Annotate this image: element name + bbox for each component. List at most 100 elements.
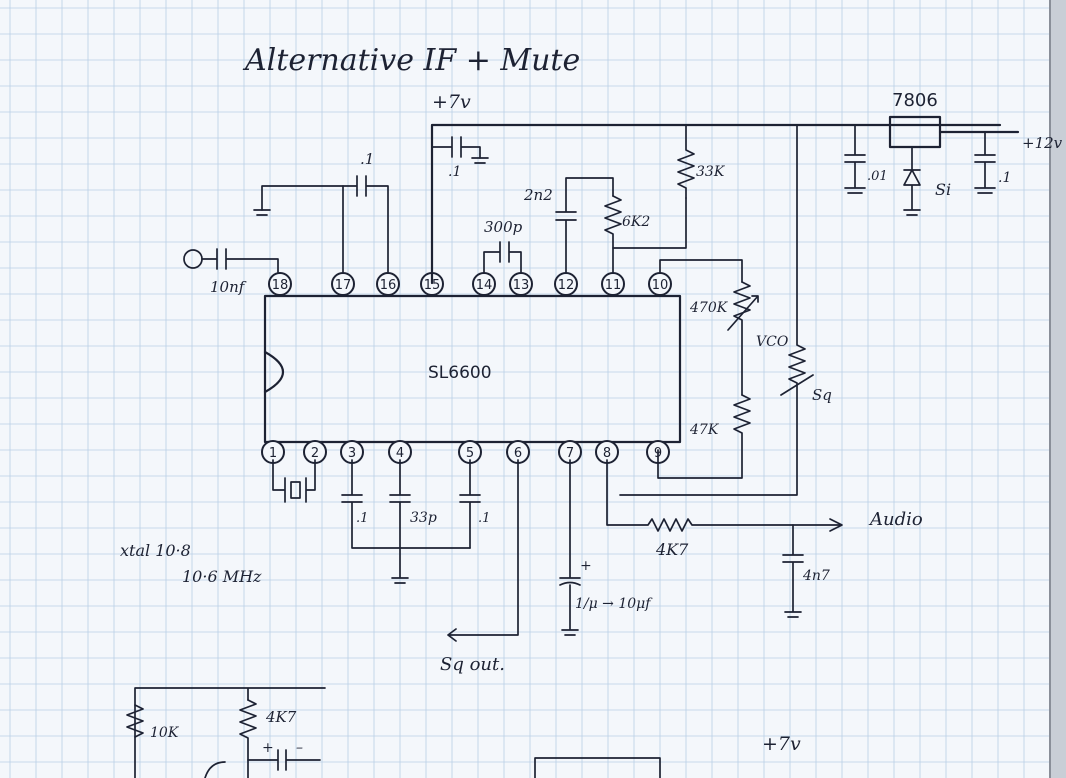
audio-arrow [829, 518, 843, 532]
ground-symbol-15 [471, 157, 489, 164]
ic-pin-17: 17 [331, 272, 355, 296]
ic-pin-12: 12 [554, 272, 578, 296]
ic-pin-number: 10 [652, 278, 669, 293]
ic-pin-number: 13 [513, 278, 530, 293]
wiring [126, 115, 1020, 778]
supply-12v-label: +12v [1022, 134, 1063, 152]
ic-pin-8: 8 [595, 440, 619, 464]
xtal-symbol [272, 459, 316, 503]
sq-pot-arrow [780, 374, 814, 396]
ic-pin-number: 18 [272, 278, 289, 293]
sq-out-wire [447, 459, 519, 642]
ic-pin-14: 14 [472, 272, 496, 296]
bottom-transistor-arc [204, 761, 226, 778]
c-reg-in-label: .01 [867, 169, 888, 184]
c-pin7-symbol [559, 459, 581, 636]
ic-pin-number: 4 [396, 446, 404, 461]
regulator-body [888, 115, 942, 149]
vco-label: VCO [756, 334, 789, 350]
r-33k-symbol [677, 124, 695, 199]
c-pin3-symbol [341, 459, 471, 549]
ic-label: SL6600 [428, 363, 492, 383]
ic-pin-number: 6 [514, 446, 522, 461]
c-pin16-label: .1 [360, 150, 374, 168]
bottom-cap-symbol [247, 749, 321, 771]
c-pin7-label: 1/μ → 10μf [575, 596, 653, 612]
sq-out-label: Sq out. [440, 654, 505, 675]
ic-pin-16: 16 [376, 272, 400, 296]
r-33k-label: 33K [696, 164, 726, 180]
c-pin14-13-symbol [483, 241, 522, 273]
sq-pot-label: Sq [812, 386, 832, 404]
ic-pin-number: 17 [335, 278, 352, 293]
sq-pot-symbol [619, 124, 806, 496]
ic-pin-circle [601, 272, 625, 296]
ic-pin-number: 12 [558, 278, 575, 293]
ic-pin-11: 11 [601, 272, 625, 296]
ic-pin-circle [268, 272, 292, 296]
c-audio-label: 4n7 [802, 568, 830, 584]
r-pin11-label: 6K2 [622, 214, 650, 230]
c-pin5-symbol [459, 459, 481, 549]
c-reg-in-symbol [844, 124, 866, 194]
lower-rail-label: +7v [762, 733, 801, 755]
ic-pin-13: 13 [509, 272, 533, 296]
ic-pin-7: 7 [558, 440, 582, 464]
rail-7v-label: +7v [432, 91, 471, 113]
ic-pin-circle [648, 272, 672, 296]
ic-pin-number: 3 [348, 446, 356, 461]
bottom-r1-label: 10K [150, 725, 180, 741]
c-pin15-symbol [431, 136, 481, 159]
c-pin15-label: .1 [448, 164, 461, 180]
ic-pin-circle [472, 272, 496, 296]
ic-pin-number: 16 [380, 278, 397, 293]
c-reg-out-symbol [974, 131, 996, 194]
bottom-rail-wire [134, 687, 326, 778]
r-pin9-label: 47K [689, 422, 720, 438]
ic-pin-10: 10 [648, 272, 672, 296]
ic-pin-circle [331, 272, 355, 296]
bottom-r2-symbol [239, 699, 257, 778]
ground-symbol-left [253, 209, 271, 216]
c-pin7-plus: + [580, 558, 592, 574]
ic-pin-circle [509, 272, 533, 296]
ic-pin-number: 7 [566, 446, 574, 461]
bottom-r2-label: 4K7 [265, 708, 297, 726]
wire-33k-to-11 [612, 197, 687, 249]
page-edge [1050, 0, 1066, 778]
ic-notch [263, 350, 285, 394]
regulator-label: 7806 [892, 90, 938, 111]
audio-label: Audio [868, 509, 923, 530]
c-pin18-symbol [201, 248, 279, 273]
r-47k-symbol [657, 394, 751, 479]
input-terminal [183, 249, 203, 269]
c-pin18-label: 10nf [210, 278, 247, 296]
xtal-label-2: 10·6 MHz [182, 567, 262, 586]
ic-pin-number: 1 [269, 446, 277, 461]
rail-7v-wire [430, 123, 1002, 285]
r-audio-label: 4K7 [655, 540, 689, 559]
page-title: Alternative IF + Mute [242, 43, 580, 78]
ic-pin-circle [554, 272, 578, 296]
c-pin4-label: 33p [410, 510, 437, 526]
ic-pin-number: 8 [603, 446, 611, 461]
diode-label: Si [935, 180, 951, 199]
r-pin10-label: 470K [689, 300, 729, 316]
bottom-cap-minus: – [296, 740, 303, 756]
ic-pin-number: 2 [311, 446, 319, 461]
ic-pin-number: 15 [424, 278, 441, 293]
diode-symbol [903, 146, 921, 216]
bottom-box-wire [534, 757, 661, 778]
c-pin3-label: .1 [356, 511, 368, 526]
c-pin4-symbol [389, 459, 411, 584]
bottom-r1-symbol [126, 704, 144, 738]
ic-pin-number: 11 [605, 278, 622, 293]
c-pin14-13-label: 300p [484, 218, 523, 236]
bottom-cap-plus: + [262, 740, 274, 756]
c-pin12-label: 2n2 [523, 186, 553, 204]
wire-pin10 [659, 259, 743, 283]
c-pin16-symbol [261, 175, 389, 273]
ic-pin-18: 18 [268, 272, 292, 296]
